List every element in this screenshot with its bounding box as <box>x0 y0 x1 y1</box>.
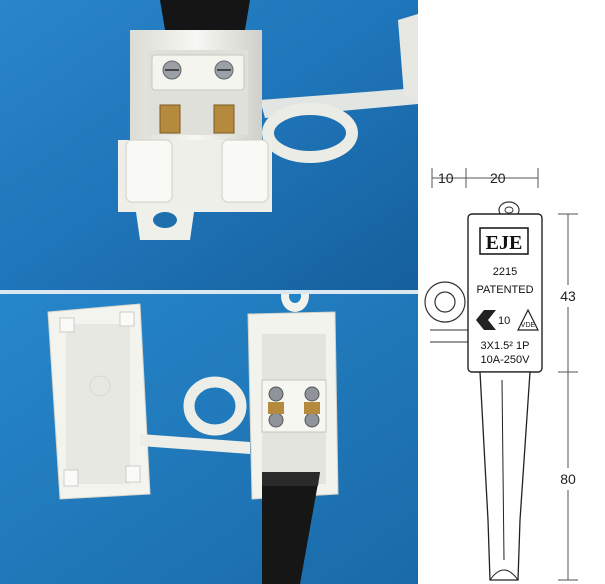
cable-sleeve <box>262 472 320 486</box>
drawing-canvas: 10 20 EJE 2215 PATENTED 10 VDE 3X1.5² 1P… <box>424 168 586 581</box>
cert-mark-left <box>476 310 496 330</box>
screw-top-right <box>304 386 320 402</box>
dim-width-right: 20 <box>490 170 506 186</box>
brand-logo-frame <box>479 227 529 255</box>
photo-assembled-junction-box <box>0 0 418 290</box>
svg-text:VDE: VDE <box>521 322 536 329</box>
lid-clip-tr <box>119 311 135 327</box>
patented-text: PATENTED <box>476 284 533 296</box>
photo-divider <box>0 290 418 294</box>
strap-ring <box>183 376 247 436</box>
hanging-hole <box>289 294 301 303</box>
drawing-cable-sleeve <box>479 371 531 581</box>
strap-ring <box>262 103 358 163</box>
black-cable-bottom <box>262 472 320 584</box>
rating-line-2: 10A-250V <box>481 354 531 366</box>
strap <box>140 434 250 454</box>
brass-contact-left <box>159 104 181 134</box>
screw-top-left <box>268 386 284 402</box>
photo-open-junction-box <box>0 294 418 584</box>
mounting-hole <box>153 212 177 228</box>
dim-height-box: 43 <box>560 288 576 304</box>
vde-triangle-icon: VDE <box>517 308 539 331</box>
lid-clip-bl <box>63 469 79 487</box>
cable-guide-left <box>125 139 173 203</box>
technical-drawing: 10 20 EJE 2215 PATENTED 10 VDE 3X1.5² 1P… <box>418 0 605 584</box>
photo-bottom-canvas <box>0 294 418 584</box>
drawing-hanging-hole <box>504 206 514 214</box>
brass-contact-right <box>213 104 235 134</box>
lid-logo-mark <box>89 375 111 397</box>
brand-logo: EJE <box>486 232 523 254</box>
lid-clip-tl <box>59 317 75 333</box>
screw-bottom-right <box>304 412 320 428</box>
lid-clip-br <box>125 465 141 483</box>
cable-guide-right <box>221 139 269 203</box>
screw-bottom-left <box>268 412 284 428</box>
dim-height-tail: 80 <box>560 471 576 487</box>
lid-edge <box>398 14 418 100</box>
lid-inner <box>66 324 130 484</box>
dim-width-left: 10 <box>438 170 454 186</box>
cert-number: 10 <box>498 315 510 327</box>
photo-top-canvas <box>0 0 418 290</box>
model-number: 2215 <box>493 266 517 278</box>
brass-contact-left <box>268 402 284 414</box>
brass-contact-right <box>304 402 320 414</box>
rating-line-1: 3X1.5² 1P <box>481 340 530 352</box>
